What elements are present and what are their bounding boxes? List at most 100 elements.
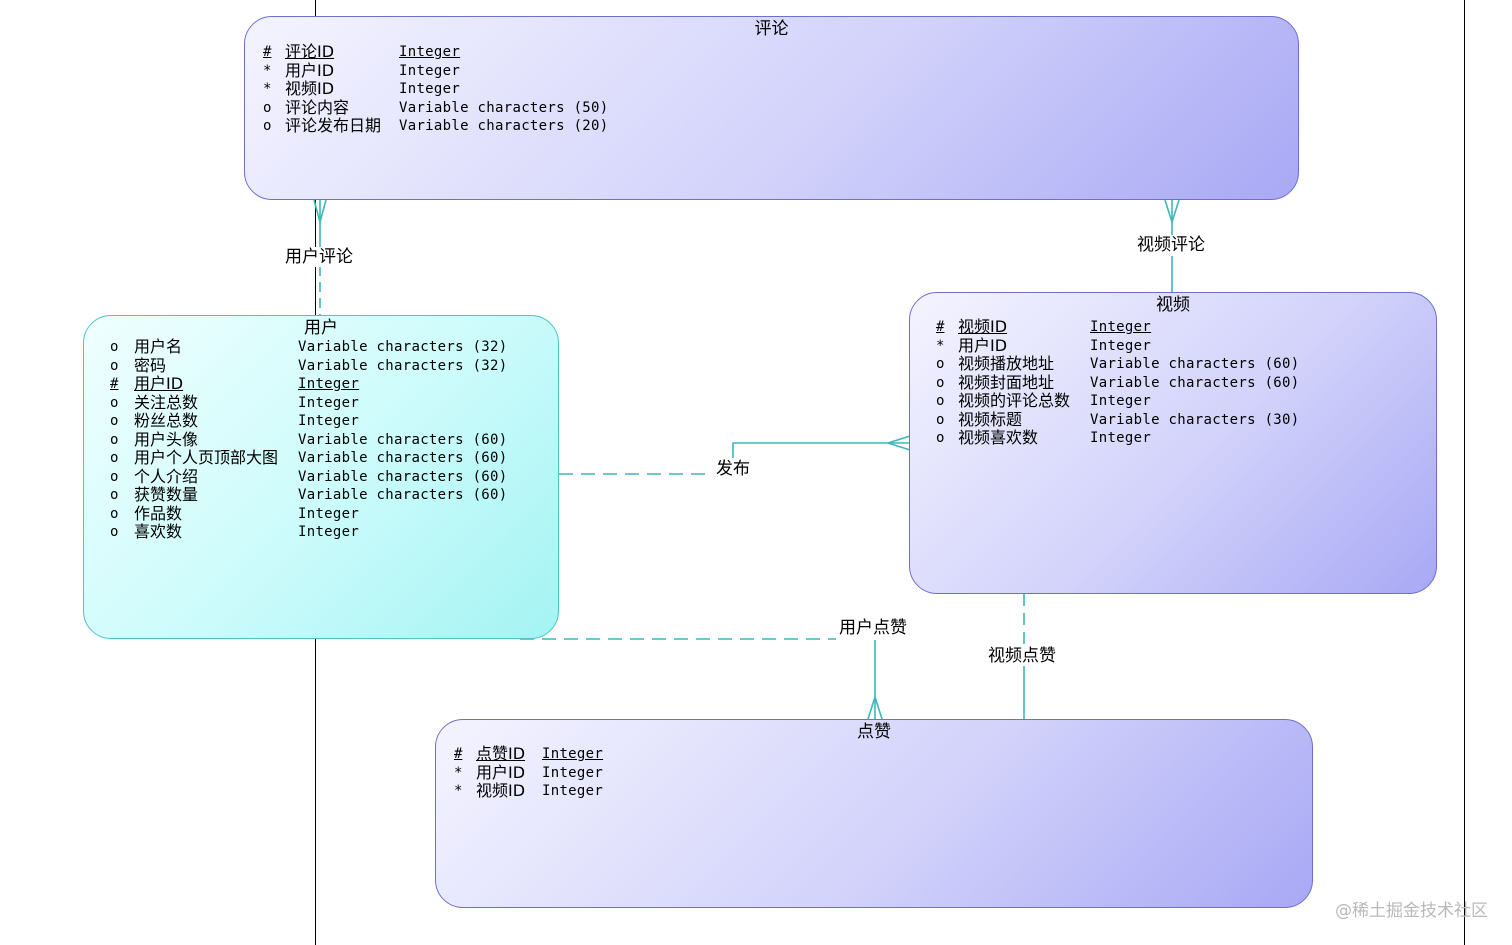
attribute-type: Variable characters (60) <box>298 431 508 448</box>
attribute-marker: o <box>110 339 119 356</box>
attribute-marker: * <box>263 62 272 79</box>
attribute-type: Integer <box>1090 430 1152 447</box>
attribute-marker: * <box>454 783 463 800</box>
attribute-marker: # <box>263 44 272 61</box>
attribute-name: 视频播放地址 <box>958 354 1055 374</box>
attribute-type: Integer <box>298 376 360 393</box>
attribute-row: * 视频ID Integer <box>454 782 603 801</box>
attribute-name: 用户ID <box>285 60 335 80</box>
attribute-marker: o <box>936 374 945 391</box>
attribute-marker: * <box>936 337 945 354</box>
attribute-name: 评论内容 <box>285 97 350 117</box>
attribute-name: 评论ID <box>285 42 335 62</box>
attribute-name: 视频ID <box>285 79 335 99</box>
attribute-name: 视频标题 <box>958 409 1023 429</box>
attribute-marker: # <box>936 319 945 336</box>
attribute-marker: o <box>263 99 272 116</box>
attribute-row: * 用户ID Integer <box>263 60 609 81</box>
attribute-type: Integer <box>298 505 360 522</box>
relationship-label-user-comment: 用户评论 <box>284 247 354 267</box>
attribute-name: 用户ID <box>134 374 184 394</box>
attribute-type: Variable characters (20) <box>399 118 609 135</box>
attribute-marker: o <box>110 413 119 430</box>
attribute-name: 视频ID <box>958 317 1008 337</box>
attribute-row: o 关注总数 Integer <box>110 392 508 413</box>
attribute-name: 视频封面地址 <box>958 372 1055 392</box>
attribute-row: # 视频ID Integer <box>936 318 1300 337</box>
attribute-type: Variable characters (32) <box>298 357 508 374</box>
attribute-name: 用户头像 <box>134 429 199 449</box>
attribute-row: # 用户ID Integer <box>110 375 508 394</box>
connector-video-comment <box>1164 199 1180 293</box>
watermark: @稀土掘金技术社区 <box>1335 901 1488 921</box>
attribute-name: 关注总数 <box>134 392 199 412</box>
attribute-marker: # <box>110 376 119 393</box>
attribute-type: Variable characters (30) <box>1090 411 1300 428</box>
attribute-marker: o <box>263 118 272 135</box>
attribute-row: o 评论内容 Variable characters (50) <box>263 97 609 118</box>
attribute-type: Integer <box>298 413 360 430</box>
relationship-label-video-comment: 视频评论 <box>1136 235 1206 255</box>
relationship-label-publish: 发布 <box>715 459 751 479</box>
attribute-marker: o <box>110 450 119 467</box>
attribute-type: Integer <box>542 783 604 800</box>
entity-title: 视频 <box>1156 295 1190 315</box>
attribute-type: Integer <box>399 62 461 79</box>
attribute-type: Variable characters (60) <box>1090 356 1300 373</box>
attribute-type: Variable characters (60) <box>298 468 508 485</box>
attribute-marker: o <box>110 487 119 504</box>
attribute-marker: o <box>110 394 119 411</box>
entity-title: 用户 <box>304 318 338 338</box>
attribute-name: 用户个人页顶部大图 <box>134 448 279 468</box>
attribute-row: * 视频ID Integer <box>263 80 609 99</box>
connector-publish <box>559 435 911 475</box>
attribute-type: Variable characters (60) <box>298 450 508 467</box>
attribute-type: Variable characters (60) <box>298 487 508 504</box>
entity-title: 点赞 <box>857 722 891 742</box>
attribute-name: 获赞数量 <box>134 485 199 505</box>
attribute-type: Integer <box>1090 393 1152 410</box>
attribute-name: 视频喜欢数 <box>958 428 1039 448</box>
attribute-marker: o <box>936 411 945 428</box>
attribute-marker: * <box>263 81 272 98</box>
attribute-type: Variable characters (32) <box>298 339 508 356</box>
attribute-marker: o <box>110 468 119 485</box>
attribute-name: 用户ID <box>476 762 526 782</box>
attribute-type: Integer <box>298 524 360 541</box>
connector-user-like <box>520 638 883 720</box>
attribute-type: Integer <box>542 764 604 781</box>
attribute-marker: o <box>110 524 119 541</box>
entity-title: 评论 <box>754 19 789 39</box>
attribute-marker: o <box>110 357 119 374</box>
attribute-type: Integer <box>399 81 461 98</box>
attribute-type: Variable characters (50) <box>399 99 609 116</box>
attribute-name: 评论发布日期 <box>285 116 382 136</box>
attribute-type: Integer <box>298 394 360 411</box>
attribute-type: Integer <box>1090 319 1152 336</box>
attribute-marker: o <box>110 505 119 522</box>
relationship-label-video-like: 视频点赞 <box>987 646 1057 666</box>
attribute-name: 视频ID <box>476 781 526 801</box>
